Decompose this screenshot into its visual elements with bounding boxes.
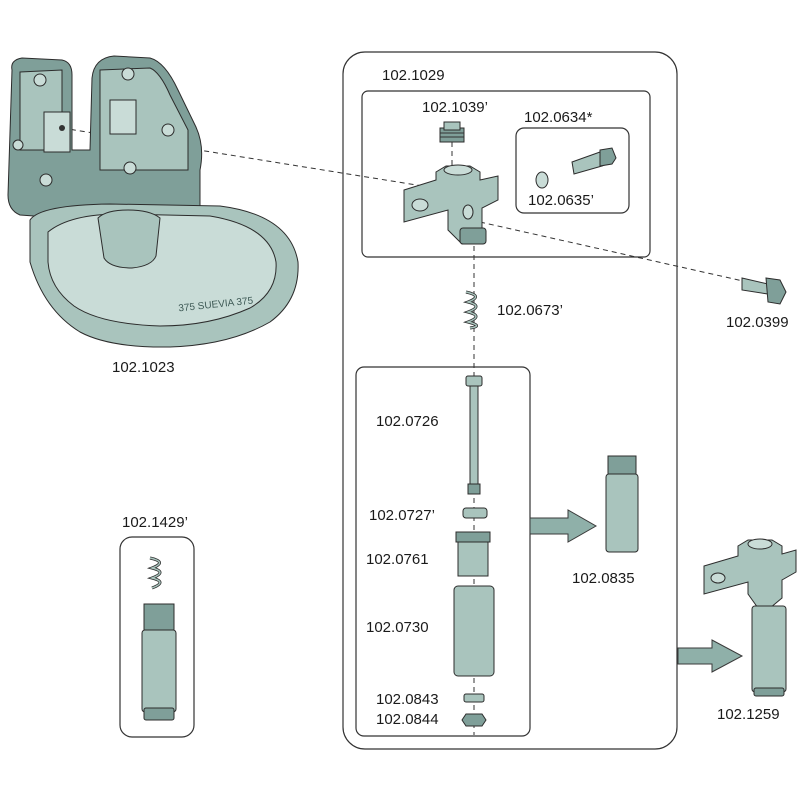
label-102-0726: 102.0726 [376,413,439,430]
label-102-0399: 102.0399 [726,314,789,331]
label-102-0835: 102.0835 [572,570,635,587]
spring-illustration [462,290,478,330]
valve-body-illustration [403,164,499,245]
threaded-cap-illustration [439,121,465,143]
screw-set-box [515,127,630,214]
spare-kit-illustration [141,556,177,721]
assembly-outer-box [342,51,678,750]
label-102-0761: 102.0761 [366,551,429,568]
valve-head-box [361,90,651,258]
label-102-0844: 102.0844 [376,711,439,728]
drinking-bowl-illustration [7,55,299,348]
label-102-1029: 102.1029 [382,67,445,84]
assembled-stem-illustration [605,455,639,553]
label-102-0727: 102.0727’ [369,507,435,524]
valve-stem-box [355,366,531,737]
rear-screw-illustration [741,277,787,305]
valve-housing-illustration [453,585,495,677]
label-102-0673: 102.0673’ [497,302,563,319]
label-102-0730: 102.0730 [366,619,429,636]
label-102-1023: 102.1023 [112,359,175,376]
arrow-to-complete-valve [677,639,744,673]
label-102-1259: 102.1259 [717,706,780,723]
arrow-to-stem-assembly [529,509,598,543]
label-102-0635: 102.0635’ [528,192,594,209]
label-102-1039: 102.1039’ [422,99,488,116]
washer-illustration [462,507,488,519]
label-102-1429: 102.1429’ [122,514,188,531]
o-ring-illustration [463,693,485,703]
complete-valve-illustration [703,538,797,697]
spare-kit-box [119,536,195,738]
label-102-0843: 102.0843 [376,691,439,708]
assembly-line-valve-to-screw [479,221,753,284]
nut-illustration [461,713,487,727]
small-screw-set-illustration [535,147,617,189]
valve-pin-illustration [465,375,483,495]
upper-sleeve-illustration [455,531,491,577]
label-102-0634: 102.0634* [524,109,593,126]
